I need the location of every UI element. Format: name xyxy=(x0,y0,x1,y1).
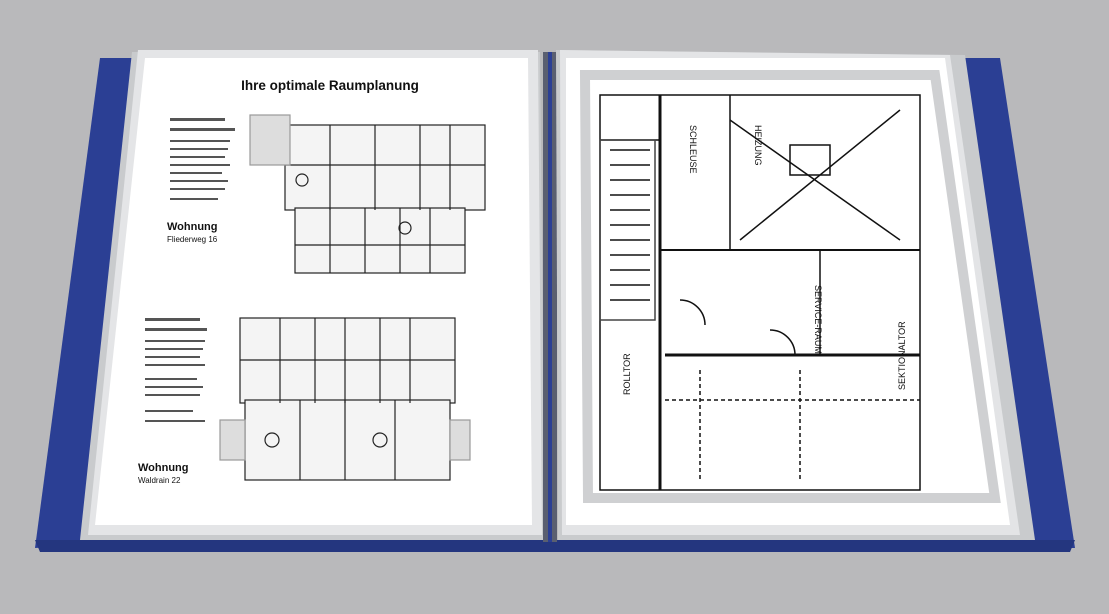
binder-cover xyxy=(35,58,1075,552)
floor-plan-top xyxy=(249,114,486,274)
right-document-page xyxy=(566,58,1010,525)
label-sektionaltor: SEKTIONALTOR xyxy=(897,321,907,390)
label-heizung: HEIZUNG xyxy=(753,125,763,166)
right-sleeve-stack xyxy=(556,50,1035,540)
spec-table-top xyxy=(170,118,235,200)
spec-table-bottom xyxy=(145,318,207,422)
apartment-address-2: Waldrain 22 xyxy=(138,476,181,485)
apartment-address-1: Fliederweg 16 xyxy=(167,235,218,244)
binder-spine xyxy=(543,52,557,542)
electrical-plan xyxy=(599,94,921,491)
label-service-raum: SERVICE-RAUM xyxy=(813,285,823,354)
floor-plan-bottom xyxy=(219,317,471,481)
label-schleuse: SCHLEUSE xyxy=(688,125,698,174)
apartment-title-2: Wohnung xyxy=(138,462,189,474)
page-title: Ihre optimale Raumplanung xyxy=(241,78,419,93)
label-rolltor: ROLLTOR xyxy=(622,353,632,395)
apartment-title-1: Wohnung xyxy=(167,221,218,233)
